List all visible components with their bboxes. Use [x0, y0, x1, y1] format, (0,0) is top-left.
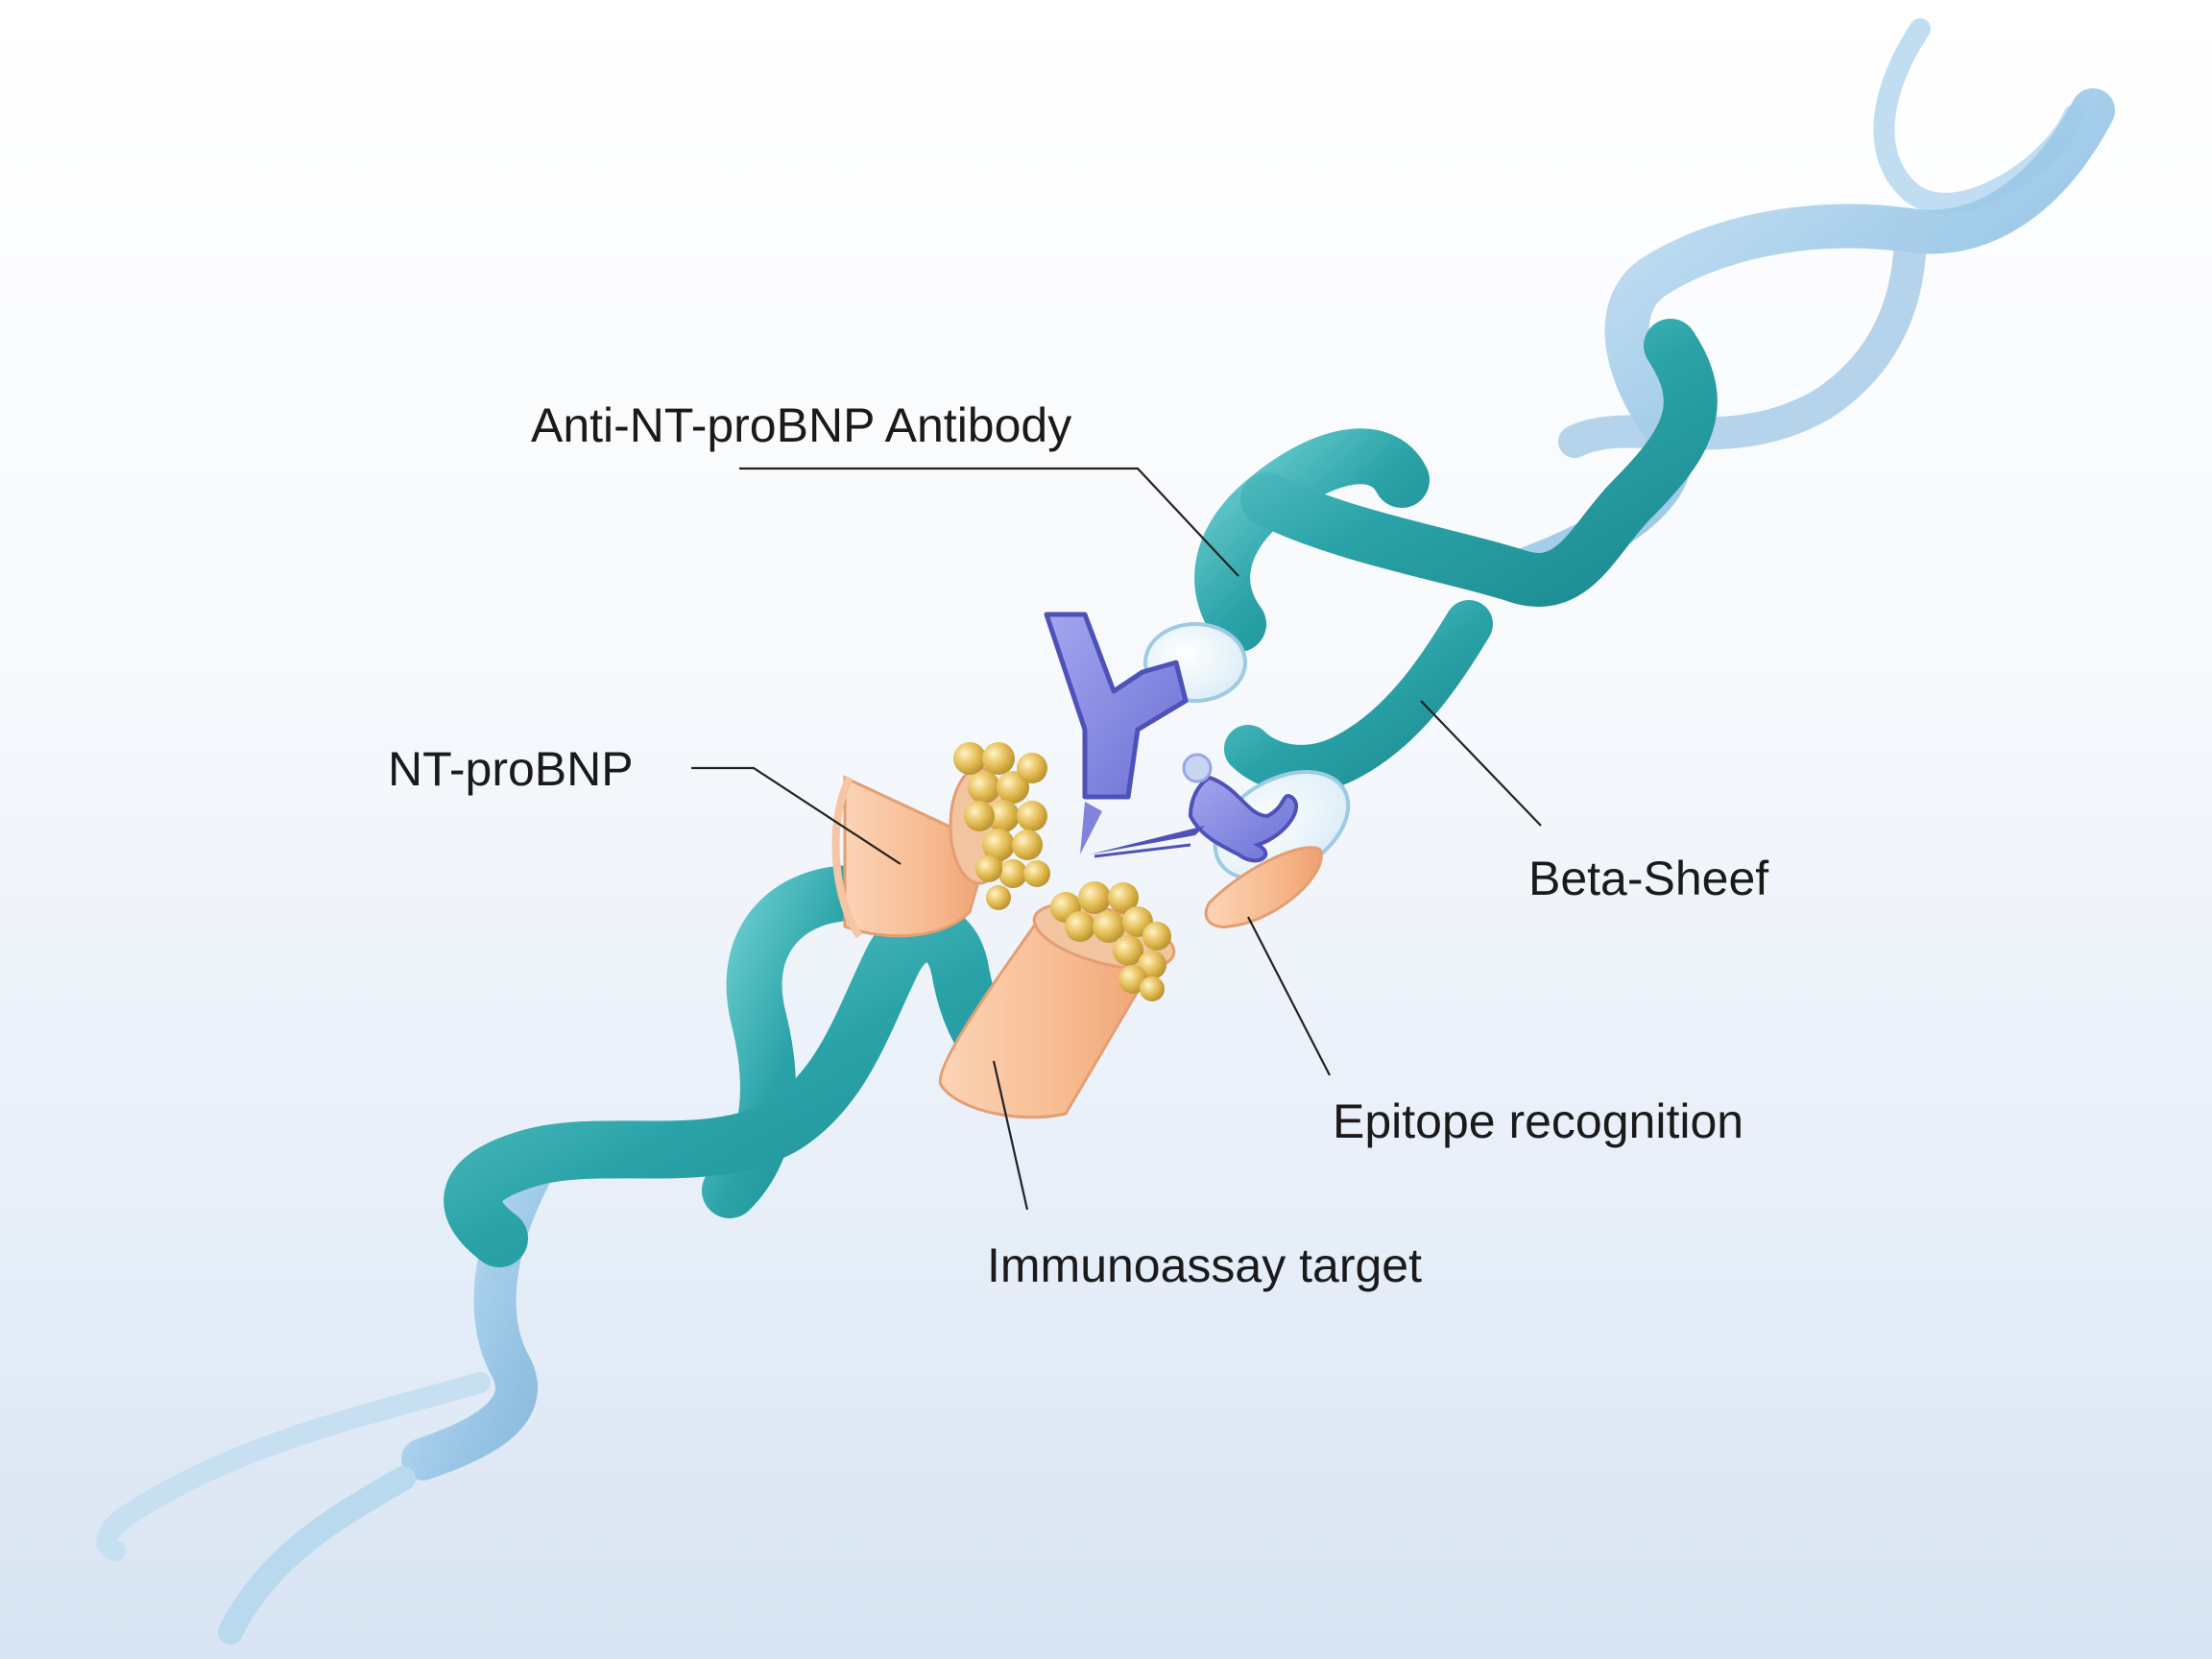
ntprobnp-peptide-upper — [831, 766, 1010, 939]
y-antibody-icon — [1044, 612, 1189, 800]
epitope-patch — [1204, 846, 1323, 928]
binding-rays — [1080, 802, 1205, 858]
label-ntprobnp: NT-proBNP — [388, 742, 634, 796]
label-beta-sheet: Beta-Sheef — [1528, 852, 1768, 905]
helix-front-strand — [444, 319, 1718, 1267]
sphere-cluster-upper — [953, 742, 1050, 910]
helix-back-strand — [96, 18, 2115, 1645]
leader-lines — [691, 467, 1542, 1211]
small-antibody-icon — [1182, 753, 1298, 863]
label-epitope: Epitope recognition — [1333, 1094, 1743, 1148]
sphere-cluster-lower — [1050, 881, 1171, 1001]
label-immunoassay: Immunoassay target — [987, 1238, 1422, 1292]
label-antibody: Anti-NT-proBNP Antibody — [531, 398, 1071, 452]
